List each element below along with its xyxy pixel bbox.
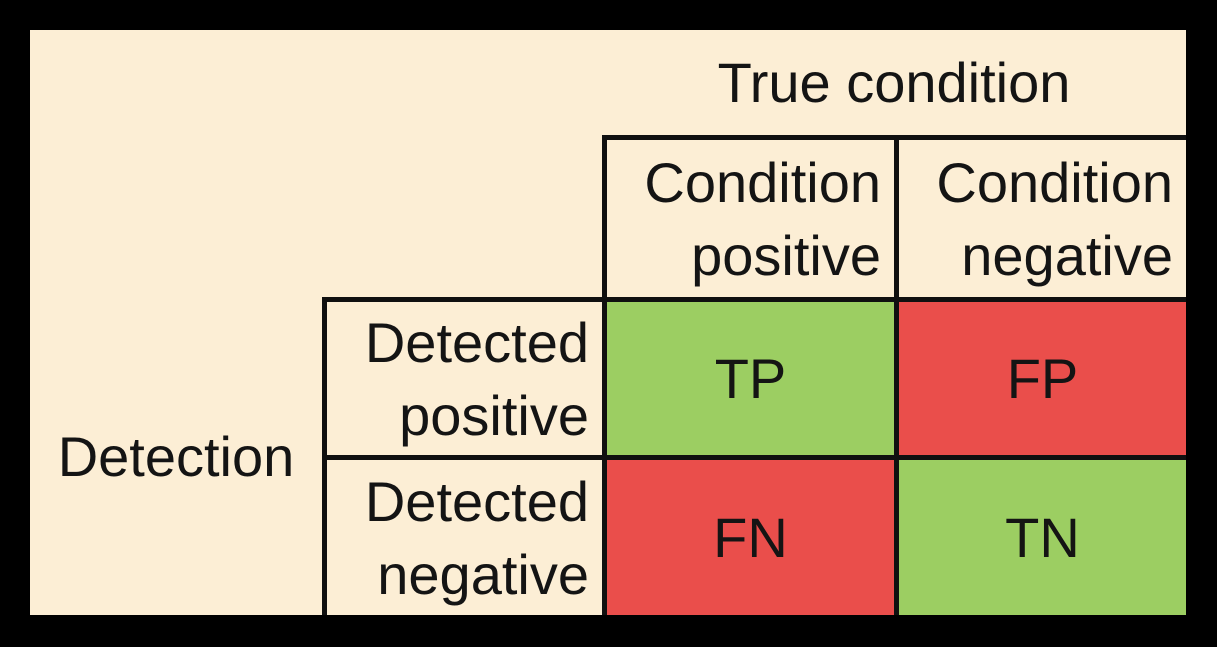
cell-label: FP bbox=[1006, 347, 1079, 410]
column-header-condition-negative: Condition negative bbox=[894, 135, 1186, 297]
column-header-line: Condition bbox=[936, 150, 1173, 214]
cell-true-negative: TN bbox=[894, 455, 1186, 615]
row-header-line: positive bbox=[399, 383, 589, 447]
column-header-line: positive bbox=[691, 223, 881, 287]
cell-false-positive: FP bbox=[894, 297, 1186, 455]
row-header-detected-positive: Detected positive bbox=[322, 297, 602, 455]
detection-axis-label: Detection bbox=[57, 424, 295, 488]
column-header-line: negative bbox=[961, 223, 1173, 287]
cell-true-positive: TP bbox=[602, 297, 894, 455]
cell-label: TN bbox=[1005, 506, 1080, 569]
row-header-detected-negative: Detected negative bbox=[322, 455, 602, 615]
row-header-line: negative bbox=[377, 542, 589, 606]
cell-false-negative: FN bbox=[602, 455, 894, 615]
true-condition-axis-label: True condition bbox=[717, 51, 1071, 114]
column-header-line: Condition bbox=[644, 150, 881, 214]
confusion-matrix-diagram: True condition Condition positive Condit… bbox=[30, 30, 1186, 615]
cell-label: TP bbox=[714, 347, 787, 410]
row-header-line: Detected bbox=[364, 469, 589, 533]
column-header-condition-positive: Condition positive bbox=[602, 135, 894, 297]
cell-label: FN bbox=[713, 506, 788, 569]
row-header-line: Detected bbox=[364, 310, 589, 374]
